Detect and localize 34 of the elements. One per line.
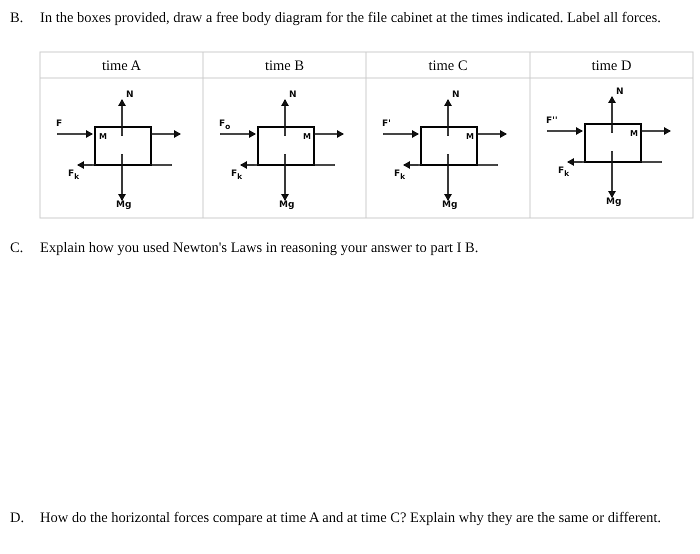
- force-label: F$_{k}$: [558, 166, 570, 179]
- force-label: F'': [546, 116, 558, 126]
- force-label: F$_{k}$: [394, 169, 406, 182]
- force-label: N: [616, 87, 624, 97]
- force-label: F$_{k}$: [231, 169, 242, 182]
- force-label: F: [56, 119, 62, 129]
- question-text: In the boxes provided, draw a free body diagram for the file cabinet at the times indicated. Label all forces.: [40, 10, 662, 27]
- mass-label: M: [99, 132, 107, 141]
- column-header: time D: [590, 58, 632, 75]
- question-letter: C.: [10, 240, 24, 257]
- force-label: N: [452, 90, 460, 100]
- cabinet-box: [257, 126, 315, 166]
- force-label: N: [126, 90, 134, 100]
- cabinet-box: [420, 126, 478, 166]
- force-label: F$_{k}$: [68, 169, 80, 182]
- column-header: time A: [100, 58, 142, 75]
- force-label: F$_{o}$: [219, 119, 230, 132]
- force-label: Mg: [279, 200, 294, 210]
- question-text: Explain how you used Newton's Laws in reasoning your answer to part I B.: [40, 240, 480, 257]
- column-header: time B: [264, 58, 306, 75]
- force-label: Mg: [442, 200, 458, 210]
- cabinet-box: [584, 123, 642, 163]
- column-header: time C: [427, 58, 469, 75]
- question-letter: B.: [10, 10, 24, 27]
- force-label: Mg: [116, 200, 132, 210]
- cabinet-box: [94, 126, 152, 166]
- question-text: How do the horizontal forces compare at time A and at time C? Explain why they are the same or different.: [40, 510, 662, 527]
- mass-label: M: [630, 129, 638, 138]
- force-label: N: [289, 90, 297, 100]
- question-letter: D.: [10, 510, 24, 527]
- mass-label: M: [466, 132, 474, 141]
- force-label: F': [382, 119, 391, 129]
- mass-label: M: [303, 132, 311, 141]
- force-label: Mg: [606, 197, 622, 207]
